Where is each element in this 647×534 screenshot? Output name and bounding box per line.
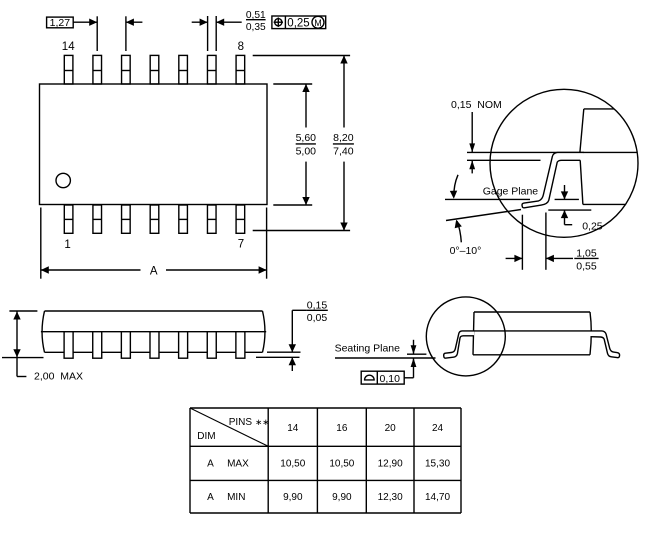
svg-text:∗∗: ∗∗ bbox=[255, 417, 269, 427]
svg-text:MAX: MAX bbox=[227, 459, 249, 470]
svg-text:Gage Plane: Gage Plane bbox=[483, 185, 539, 197]
svg-text:5,00: 5,00 bbox=[296, 145, 317, 157]
svg-text:14: 14 bbox=[287, 423, 299, 434]
svg-text:DIM: DIM bbox=[197, 431, 215, 442]
svg-text:9,90: 9,90 bbox=[332, 492, 352, 503]
svg-text:7: 7 bbox=[238, 238, 244, 250]
svg-text:20: 20 bbox=[385, 423, 397, 434]
svg-text:8: 8 bbox=[238, 41, 244, 53]
svg-text:0,15 NOM: 0,15 NOM bbox=[451, 99, 502, 111]
svg-text:10,50: 10,50 bbox=[329, 459, 354, 470]
svg-text:5,60: 5,60 bbox=[296, 132, 317, 144]
svg-text:7,40: 7,40 bbox=[333, 145, 354, 157]
svg-text:1,27: 1,27 bbox=[50, 17, 71, 29]
svg-text:16: 16 bbox=[336, 423, 348, 434]
svg-text:0,51: 0,51 bbox=[246, 10, 266, 21]
svg-text:Seating Plane: Seating Plane bbox=[335, 342, 401, 354]
svg-text:15,30: 15,30 bbox=[425, 459, 450, 470]
svg-text:14: 14 bbox=[62, 41, 75, 53]
svg-text:A: A bbox=[207, 492, 214, 503]
svg-text:0°–10°: 0°–10° bbox=[450, 245, 482, 257]
svg-text:0,10: 0,10 bbox=[380, 373, 401, 385]
svg-text:A: A bbox=[207, 459, 214, 470]
svg-text:0,05: 0,05 bbox=[307, 312, 328, 324]
svg-text:12,30: 12,30 bbox=[378, 492, 403, 503]
svg-text:8,20: 8,20 bbox=[333, 132, 354, 144]
svg-text:0,15: 0,15 bbox=[307, 299, 328, 311]
svg-text:0,25: 0,25 bbox=[582, 221, 603, 233]
svg-text:A: A bbox=[150, 265, 158, 277]
svg-text:12,90: 12,90 bbox=[378, 459, 403, 470]
svg-text:0,55: 0,55 bbox=[576, 260, 597, 272]
svg-text:M: M bbox=[314, 18, 322, 28]
svg-text:14,70: 14,70 bbox=[425, 492, 450, 503]
svg-text:1: 1 bbox=[64, 239, 70, 251]
svg-text:1,05: 1,05 bbox=[576, 248, 597, 260]
svg-text:0,35: 0,35 bbox=[246, 22, 266, 33]
svg-text:2,00 MAX: 2,00 MAX bbox=[34, 371, 83, 383]
svg-text:PINS: PINS bbox=[229, 417, 253, 428]
svg-text:9,90: 9,90 bbox=[283, 492, 303, 503]
svg-text:0,25: 0,25 bbox=[287, 18, 309, 30]
svg-text:MIN: MIN bbox=[227, 492, 245, 503]
svg-text:24: 24 bbox=[432, 423, 444, 434]
svg-text:10,50: 10,50 bbox=[280, 459, 305, 470]
